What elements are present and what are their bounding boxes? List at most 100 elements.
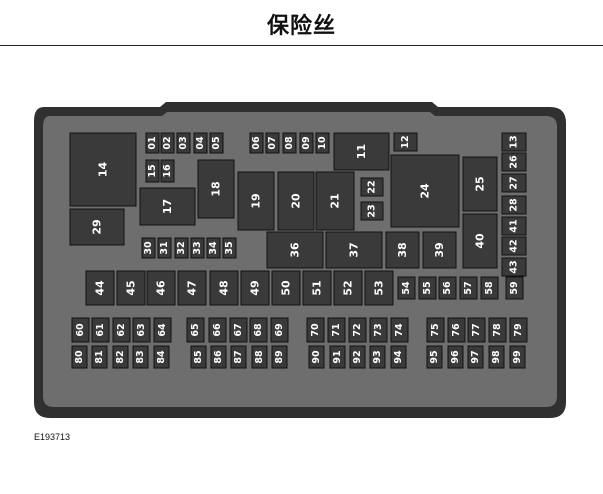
fuse-32: 32 (174, 237, 189, 259)
fuse-83-body (132, 345, 149, 369)
fuse-28-body (501, 195, 527, 215)
relay-20: 20 (277, 171, 315, 231)
fuse-46-label: 46 (155, 280, 168, 296)
fuse-52-label: 52 (342, 280, 355, 295)
fuse-84-body (153, 345, 170, 369)
fuse-47: 47 (177, 270, 207, 306)
relay-21: 21 (315, 171, 355, 231)
fuse-74-body (390, 317, 409, 343)
relay-11-body (333, 132, 390, 171)
fuse-52: 52 (333, 270, 363, 306)
fuse-65: 65 (186, 317, 205, 343)
fuse-23: 23 (360, 201, 384, 221)
fuse-75: 75 (426, 317, 445, 343)
fuse-04-body (193, 132, 208, 154)
fuse-43-label: 43 (509, 260, 520, 273)
fuse-54-label: 54 (401, 281, 412, 295)
fuse-68-body (249, 317, 268, 343)
fuse-27-label: 27 (509, 176, 520, 189)
fuse-09-label: 09 (301, 136, 312, 149)
fuse-74-label: 74 (394, 323, 405, 337)
fuse-51: 51 (302, 270, 332, 306)
fuse-71: 71 (327, 317, 346, 343)
fuse-32-label: 32 (176, 241, 187, 254)
fuse-71-label: 71 (331, 323, 342, 336)
fuse-77-label: 77 (471, 323, 482, 336)
fuse-48-label: 48 (218, 280, 231, 295)
fuse-51-label: 51 (311, 280, 324, 295)
fuse-28-label: 28 (509, 198, 520, 212)
fuse-98: 98 (488, 345, 505, 369)
fuse-23-label: 23 (367, 204, 378, 217)
fuse-60-label: 60 (75, 323, 86, 337)
fuse-22-label: 22 (367, 180, 378, 193)
fuse-58-label: 58 (484, 281, 495, 295)
fuse-93: 93 (369, 345, 386, 369)
fuse-82: 82 (112, 345, 129, 369)
relay-24: 24 (390, 154, 460, 228)
fuse-43-body (501, 257, 527, 277)
fuse-50-body (271, 270, 301, 306)
fuse-71-body (327, 317, 346, 343)
fuse-52-body (333, 270, 363, 306)
fuse-69-label: 69 (274, 323, 285, 336)
fuse-93-body (369, 345, 386, 369)
fuse-05: 05 (209, 132, 224, 154)
fuse-61-body (91, 317, 110, 343)
fuse-79-body (509, 317, 528, 343)
fuse-72: 72 (348, 317, 367, 343)
fuse-50-label: 50 (280, 280, 293, 296)
fuse-61: 61 (91, 317, 110, 343)
fuse-92: 92 (349, 345, 366, 369)
fuse-73-body (369, 317, 388, 343)
fuse-88: 88 (251, 345, 268, 369)
fuse-07-label: 07 (267, 136, 278, 149)
fuse-68: 68 (249, 317, 268, 343)
fuse-56-label: 56 (442, 281, 453, 295)
fuse-45-label: 45 (125, 280, 138, 295)
fuse-94-label: 94 (393, 350, 404, 364)
fuse-61-label: 61 (95, 323, 106, 336)
fuse-39-body (422, 231, 457, 269)
fuse-34-label: 34 (208, 241, 219, 255)
fuse-13: 13 (501, 132, 527, 152)
fuse-73: 73 (369, 317, 388, 343)
fuse-22: 22 (360, 177, 384, 197)
fuse-66-body (208, 317, 227, 343)
fuse-62-body (112, 317, 131, 343)
fuse-12-body (393, 132, 418, 152)
fuse-31: 31 (157, 237, 172, 259)
fuse-72-body (348, 317, 367, 343)
fuse-10-body (315, 132, 330, 154)
fuse-55: 55 (418, 276, 437, 300)
relay-19-label: 19 (250, 193, 263, 208)
relay-25: 25 (462, 156, 498, 212)
fuse-35-label: 35 (224, 241, 235, 254)
fuse-83: 83 (132, 345, 149, 369)
fuse-94-body (390, 345, 407, 369)
fuse-75-body (426, 317, 445, 343)
fuse-57-label: 57 (463, 281, 474, 294)
relay-14: 14 (69, 132, 137, 207)
fuse-80-body (71, 345, 88, 369)
relay-37-body (325, 231, 383, 269)
fuse-46-body (146, 270, 176, 306)
fuse-81-label: 81 (94, 350, 105, 363)
title-divider (0, 45, 603, 46)
fuse-49-body (240, 270, 270, 306)
fuse-13-label: 13 (509, 135, 520, 148)
fuse-98-body (488, 345, 505, 369)
fuse-76-body (447, 317, 466, 343)
fuse-77-body (467, 317, 486, 343)
fuse-69-body (270, 317, 289, 343)
fuse-59-label: 59 (509, 281, 520, 294)
relay-18-body (197, 159, 235, 219)
fuse-02: 02 (160, 132, 175, 154)
fuse-30-body (141, 237, 156, 259)
fuse-89: 89 (271, 345, 288, 369)
fuse-43: 43 (501, 257, 527, 277)
fuse-95-body (426, 345, 443, 369)
fuse-26-label: 26 (509, 155, 520, 169)
fuse-87-label: 87 (233, 350, 244, 363)
